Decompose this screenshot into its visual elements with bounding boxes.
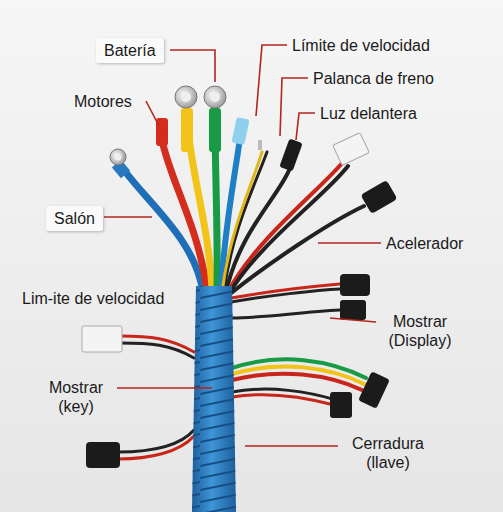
- wires: [118, 118, 366, 459]
- callout-label: Palanca de freno: [313, 69, 434, 88]
- callout-label: Cerradura (llave): [336, 434, 440, 472]
- callout-label: Lim-ite de velocidad: [22, 289, 164, 308]
- connectors: [82, 86, 397, 468]
- callout-label: Batería: [96, 38, 164, 63]
- cable-sleeve: [192, 286, 236, 512]
- callout-label: Luz delantera: [320, 104, 417, 123]
- callout-label: Salón: [46, 206, 103, 231]
- callout-label: Límite de velocidad: [292, 36, 430, 55]
- callout-label: Mostrar (Display): [378, 312, 462, 350]
- callout-label: Mostrar (key): [34, 378, 118, 416]
- callout-label: Acelerador: [386, 234, 463, 253]
- callout-label: Motores: [74, 92, 132, 111]
